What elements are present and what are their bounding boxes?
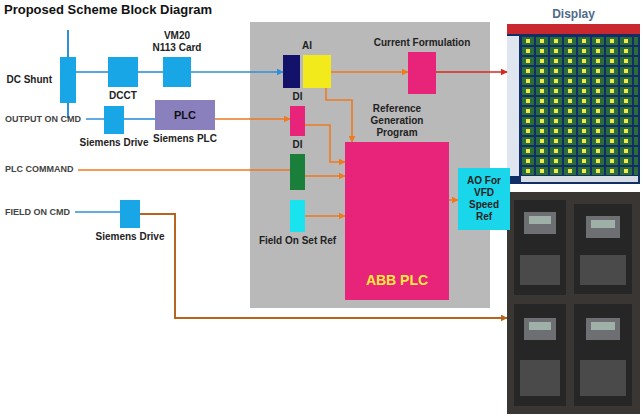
process-box: Current Formulation — [408, 52, 436, 94]
signal-connector — [305, 215, 345, 217]
signal-connector — [331, 71, 408, 73]
vfd-keypad — [586, 216, 620, 238]
box-label: DI — [293, 139, 303, 151]
vfd-unit — [574, 204, 632, 294]
box-label: Siemens Drive — [96, 231, 165, 243]
shunt-box: DC Shunt — [60, 57, 76, 103]
vfd-screen — [591, 220, 615, 228]
vfd-photo — [507, 192, 640, 414]
box-label: Siemens PLC — [153, 133, 217, 145]
plc-box: Reference Generation ProgramABB PLC — [345, 142, 449, 300]
screen-sidebar — [507, 36, 519, 176]
screen-header — [507, 24, 640, 34]
di-module: DI — [290, 154, 305, 190]
vfd-vent — [520, 360, 560, 396]
screen-footer — [521, 176, 638, 182]
signal-connector — [124, 118, 155, 120]
vfd-vent — [580, 255, 626, 285]
vfd-vent — [520, 255, 560, 285]
vfd-screen — [529, 216, 551, 224]
vfd-unit — [514, 304, 566, 406]
field-wire — [140, 214, 507, 318]
screen-grid — [521, 36, 638, 176]
vfd-unit — [514, 200, 566, 295]
box-text: AO For VFD Speed Ref — [458, 175, 510, 223]
signal-connector — [305, 175, 345, 177]
signal-connector — [305, 125, 345, 162]
vfd-screen — [529, 322, 551, 330]
cabinet — [507, 192, 640, 414]
dcct-box: DCCT — [108, 57, 138, 87]
signal-line — [78, 169, 290, 171]
box-label: VM20 N113 Card — [151, 30, 203, 54]
card-box: VM20 N113 Card — [163, 57, 191, 87]
box-text: ABB PLC — [345, 272, 449, 288]
vfd-keypad — [586, 318, 620, 340]
plc-box: PLCSiemens PLC — [155, 100, 215, 130]
box-label: Current Formulation — [374, 37, 471, 49]
box-label: DI — [293, 91, 303, 103]
box-label: Field On Set Ref — [259, 235, 336, 247]
signal-connector — [76, 71, 108, 73]
box-label: AI — [302, 40, 312, 52]
display-screenshot — [507, 24, 640, 184]
drive-box: Siemens Drive — [104, 106, 124, 134]
box-label: Siemens Drive — [80, 137, 149, 149]
signal-connector — [215, 118, 290, 120]
signal-connector — [449, 199, 458, 201]
vfd-screen — [591, 322, 615, 330]
ai-module: AI — [283, 55, 331, 88]
display-screen: Display — [507, 24, 640, 184]
box-label: DCCT — [109, 90, 137, 102]
vfd-keypad — [524, 212, 556, 234]
diagram-title: Proposed Scheme Block Diagram — [4, 2, 212, 18]
signal-name: OUTPUT ON CMD — [5, 114, 81, 125]
signal-connector — [436, 71, 507, 73]
control-panel — [250, 22, 490, 308]
vfd-vent — [580, 360, 626, 396]
drive-box: Siemens Drive — [120, 200, 140, 228]
signal-name: PLC COMMAND — [5, 164, 74, 175]
box-label: Reference Generation Program — [361, 103, 433, 139]
signal-connector — [191, 71, 283, 73]
signal-name: FIELD ON CMD — [5, 207, 70, 218]
screen-frame — [507, 24, 640, 184]
di-module: DI — [290, 106, 305, 136]
vfd-keypad — [524, 318, 556, 340]
signal-line — [86, 118, 104, 120]
signal-connector — [138, 71, 163, 73]
box-label: DC Shunt — [6, 74, 52, 86]
vfd-unit — [574, 304, 632, 406]
setpoint-module: Field On Set Ref — [290, 200, 305, 232]
box-label: Display — [552, 7, 595, 21]
box-text: PLC — [172, 109, 198, 122]
signal-line — [75, 211, 120, 213]
output-box: AO For VFD Speed Ref — [458, 168, 510, 230]
